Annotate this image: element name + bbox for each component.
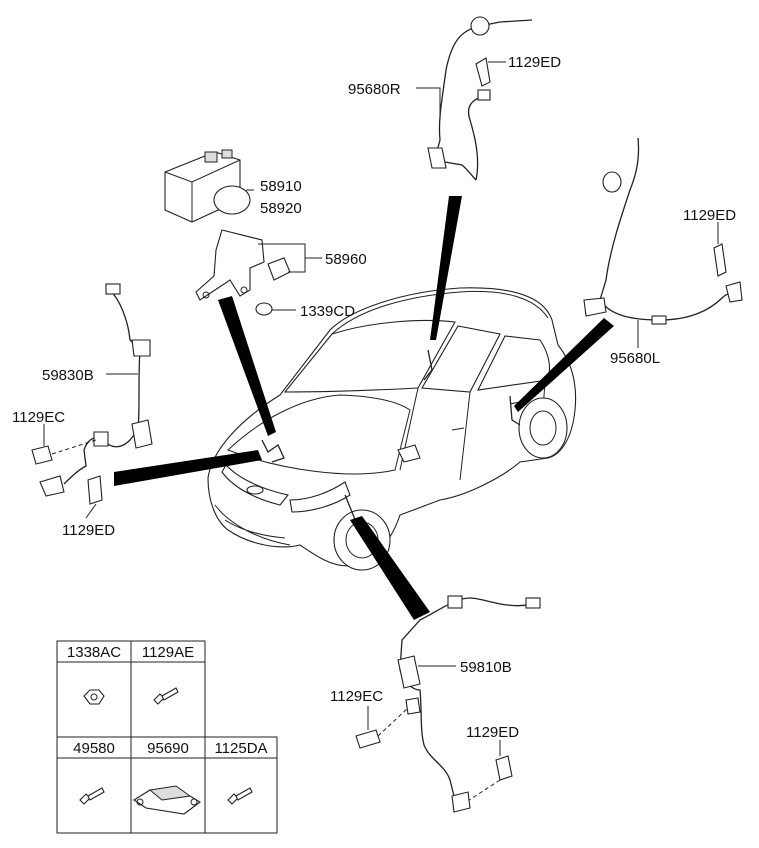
label-59830B: 59830B — [42, 367, 94, 384]
label-1129EC-bottom: 1129EC — [330, 688, 383, 705]
leader-lines — [43, 61, 719, 756]
label-59810B: 59810B — [460, 659, 512, 676]
label-95680L: 95680L — [610, 350, 660, 367]
label-1129EC-left: 1129EC — [12, 409, 65, 426]
label-1129ED-top: 1129ED — [508, 54, 561, 71]
cell-1125DA: 1125DA — [214, 740, 267, 757]
bolt-icon — [475, 57, 491, 87]
wedge-abs — [218, 296, 276, 436]
callout-labels: 95680R 1129ED 58910 58920 58960 1339CD 1… — [12, 54, 736, 741]
cell-95690: 95690 — [147, 740, 189, 757]
label-58920: 58920 — [260, 200, 302, 217]
nut-icon — [255, 302, 273, 316]
wedge-rear-left — [514, 318, 614, 412]
wheel-speed-sensor-rear-right — [427, 16, 533, 181]
bolt-icon — [87, 475, 103, 505]
wedge-front-left — [114, 450, 262, 486]
wedge-rear-right — [430, 196, 462, 340]
bolt-icon — [79, 787, 105, 805]
bolt-icon — [713, 243, 727, 277]
wheel-speed-sensor-front-right — [355, 595, 541, 813]
hatchback-car-icon — [207, 287, 577, 571]
pointer-wedges — [114, 196, 614, 620]
wedge-front-right — [350, 516, 430, 620]
cell-1129AE: 1129AE — [142, 644, 194, 661]
label-1129ED-right: 1129ED — [683, 207, 736, 224]
label-1129ED-left: 1129ED — [62, 522, 115, 539]
abs-hydraulic-unit-icon — [164, 149, 251, 223]
label-58910: 58910 — [260, 178, 302, 195]
label-1129ED-bottom: 1129ED — [466, 724, 519, 741]
cell-1338AC: 1338AC — [67, 644, 121, 661]
bolt-icon — [227, 787, 253, 805]
cell-49580: 49580 — [73, 740, 115, 757]
label-1339CD: 1339CD — [300, 303, 355, 320]
bolt-icon — [355, 729, 381, 749]
label-95680R: 95680R — [348, 81, 401, 98]
parts-table: 1338AC 1129AE 49580 95690 1125DA — [56, 640, 278, 834]
mounting-bracket-icon — [195, 229, 291, 316]
bolt-icon — [31, 445, 53, 465]
wheel-speed-sensor-front-left — [31, 283, 153, 505]
label-58960: 58960 — [325, 251, 367, 268]
nut-icon — [83, 689, 105, 705]
wheel-speed-sensor-rear-left — [583, 137, 743, 325]
yaw-rate-sensor-icon — [132, 785, 201, 815]
bolt-icon — [153, 687, 179, 705]
bolt-icon — [495, 755, 513, 781]
